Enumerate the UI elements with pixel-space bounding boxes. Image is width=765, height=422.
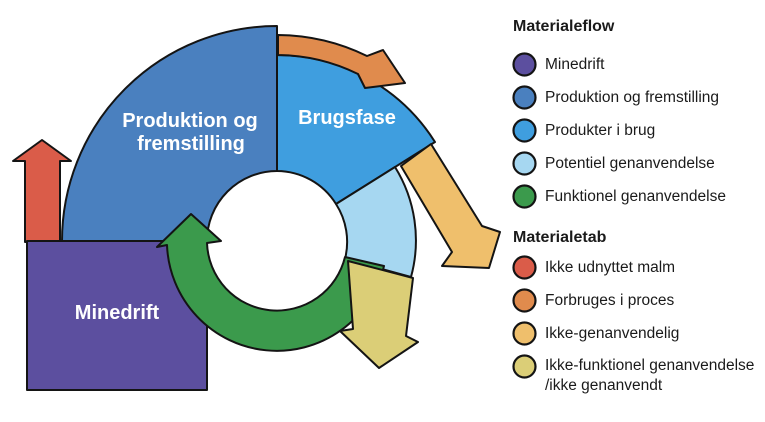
non-functional-recycling-arrow <box>339 260 419 369</box>
consumed-in-process-arrow <box>277 34 406 89</box>
swatch-circle <box>512 184 537 209</box>
legend-item-label: Produktion og fremstilling <box>545 88 720 106</box>
swatch-products-in-use <box>512 118 537 143</box>
swatch-circle <box>512 151 537 176</box>
legend-item-label: Funktionel genanvendelse <box>545 187 726 205</box>
swatch-potential-recycling <box>512 151 537 176</box>
production-label-line1: Produktion og <box>122 110 258 132</box>
legend-item-label: Forbruges i proces <box>545 291 675 309</box>
legend-item-ikke-funktionel: Ikke-funktionel genanvendelse /ikke gena… <box>511 350 765 396</box>
legend-item-ikke-genanvendelig: Ikke-genanvendelig <box>511 317 765 350</box>
swatch-circle <box>512 118 537 143</box>
swatch-non-recyclable <box>512 321 537 346</box>
unused-ore-arrow <box>12 139 72 243</box>
swatch-mining <box>512 52 537 77</box>
swatch-circle <box>512 288 537 313</box>
swatch-production <box>512 85 537 110</box>
legend-item-produktion: Produktion og fremstilling <box>511 81 765 114</box>
functional-recycling-arrow <box>156 213 385 352</box>
swatch-functional-recycling <box>512 184 537 209</box>
legend-loss-title: Materialetab <box>513 229 607 246</box>
legend-item-ikke-udnyttet-malm: Ikke udnyttet malm <box>511 251 765 284</box>
swatch-non-functional-recycling <box>512 354 537 379</box>
legend-item-label-line1: Ikke-funktionel genanvendelse <box>545 357 755 374</box>
legend-item-forbruges-i-proces: Forbruges i proces <box>511 284 765 317</box>
production-arc-shape <box>61 25 278 242</box>
legend-item-label: Ikke udnyttet malm <box>545 258 676 276</box>
swatch-circle <box>512 255 537 280</box>
legend-item-label: Ikke-funktionel genanvendelse /ikke gena… <box>545 350 754 396</box>
legend-item-funktionel-genanvendelse: Funktionel genanvendelse <box>511 180 765 213</box>
circular-flow-diagram: Produktion og fremstilling Brugsfase Min… <box>12 25 501 391</box>
legend-item-label: Ikke-genanvendelig <box>545 324 680 342</box>
swatch-circle <box>512 85 537 110</box>
swatch-unused-ore <box>512 255 537 280</box>
legend-item-label: Potentiel genanvendelse <box>545 154 715 172</box>
legend-flow-title: Materialeflow <box>513 18 615 35</box>
swatch-circle <box>512 52 537 77</box>
mining-label: Minedrift <box>75 302 160 324</box>
legend-item-minedrift: Minedrift <box>511 48 765 81</box>
swatch-consumed-in-process <box>512 288 537 313</box>
swatch-circle <box>512 321 537 346</box>
legend-item-produkter-i-brug: Produkter i brug <box>511 114 765 147</box>
use-phase-label: Brugsfase <box>298 107 396 129</box>
non-recyclable-arrow <box>400 143 501 269</box>
legend-item-label: Minedrift <box>545 55 605 73</box>
legend: Materialeflow Minedrift Produktion og fr… <box>511 17 765 396</box>
swatch-circle <box>512 354 537 379</box>
legend-item-label: Produkter i brug <box>545 121 656 139</box>
legend-item-potentiel-genanvendelse: Potentiel genanvendelse <box>511 147 765 180</box>
legend-item-label-line2: /ikke genanvendt <box>545 377 663 394</box>
production-label-line2: fremstilling <box>137 133 245 155</box>
